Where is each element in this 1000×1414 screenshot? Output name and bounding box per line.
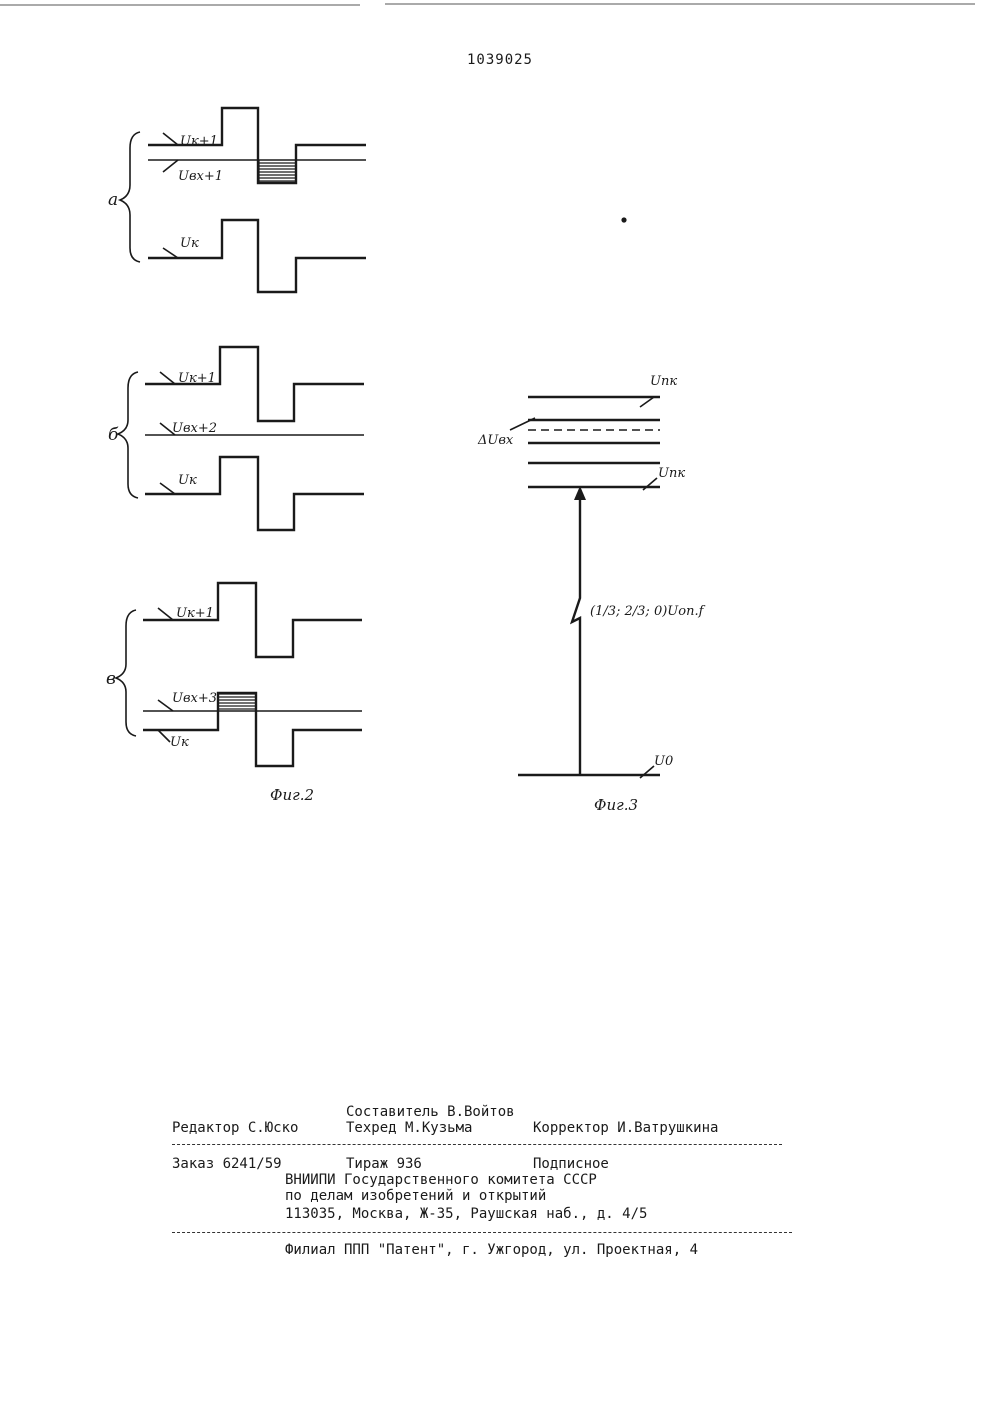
fig3-top-label: Uпк [650, 374, 677, 389]
fig2-group-a [120, 108, 366, 292]
hatched-overlap-a [259, 160, 296, 183]
label-uk-b: Uк [178, 473, 197, 488]
group-letter-v: в [106, 669, 116, 689]
org-line-2: по делам изобретений и открытий [285, 1188, 546, 1204]
branch-line: Филиал ППП "Патент", г. Ужгород, ул. Про… [285, 1242, 698, 1258]
group-letter-b: б [108, 425, 119, 445]
org-line-1: ВНИИПИ Государственного комитета СССР [285, 1172, 597, 1188]
brace-v [116, 610, 136, 736]
order-line: Заказ 6241/59 [172, 1156, 282, 1172]
fig3-lower-label: Uпк [658, 466, 685, 481]
label-uk-v: Uк [170, 735, 189, 750]
techred-line: Техред М.Кузьма [346, 1120, 472, 1136]
org-line-3: 113035, Москва, Ж-35, Раушская наб., д. … [285, 1206, 647, 1222]
label-uk1-v: Uк+1 [176, 606, 214, 621]
subscription-line: Подписное [533, 1156, 609, 1172]
fig2-group-v [116, 583, 362, 766]
label-uk1-b: Uк+1 [178, 371, 216, 386]
group-letter-a: а [108, 190, 118, 210]
corrector-line: Корректор И.Ватрушкина [533, 1120, 718, 1136]
label-uvx-v: Uвх+3 [172, 691, 217, 706]
fig3-arrow-label: (1/3; 2/3; 0)Uоп.f [590, 604, 706, 619]
compiler-line: Составитель В.Войтов [346, 1104, 515, 1120]
label-uvx-b: Uвх+2 [172, 421, 217, 436]
label-uvx-a: Uвх+1 [178, 169, 223, 184]
brace-b [118, 372, 138, 498]
fig3-base-label: U0 [654, 754, 673, 769]
patent-number: 1039025 [0, 52, 1000, 68]
label-uk1-a: Uк+1 [180, 134, 218, 149]
waveform-uk-b [145, 457, 364, 530]
label-uk-a: Uк [180, 236, 199, 251]
imprint-divider-bottom [172, 1232, 792, 1233]
imprint-divider-top [172, 1144, 782, 1145]
hatched-overlap-v [218, 694, 256, 709]
fig2-group-b [118, 347, 364, 530]
fig3-diagram [510, 397, 660, 778]
fig3-arrow-shaft [572, 497, 580, 775]
fig3-band-label: ΔUвх [477, 433, 514, 448]
waveform-uk-a [148, 220, 366, 292]
fig2-caption: Фиг.2 [270, 786, 314, 804]
print-run-line: Тираж 936 [346, 1156, 422, 1172]
ink-speck [621, 217, 626, 222]
fig3-caption: Фиг.3 [594, 796, 638, 814]
editor-line: Редактор С.Юско [172, 1120, 298, 1136]
brace-a [120, 132, 140, 262]
